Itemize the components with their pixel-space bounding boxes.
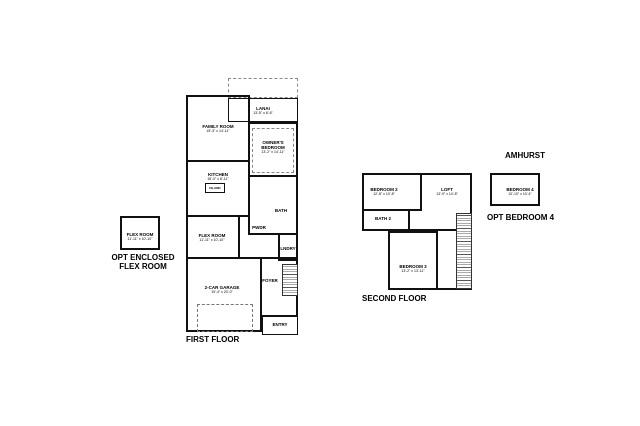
garage-door	[197, 304, 253, 332]
room-label-foyer: FOYER	[262, 278, 278, 283]
entry	[262, 315, 298, 335]
tray-ceiling	[252, 128, 294, 173]
opt-flex-room	[120, 216, 160, 250]
opt-bedroom4-title: OPT BEDROOM 4	[487, 213, 555, 222]
room-label-bath-2: BATH 2	[375, 216, 391, 221]
room-label-bath: BATH	[274, 208, 288, 213]
stairs	[282, 264, 298, 296]
laundry	[278, 233, 298, 261]
room-label-laundry: LNDRY	[280, 246, 296, 251]
room-label-island: ISLAND	[209, 186, 221, 190]
upper-stairs	[456, 213, 472, 289]
kitchen-island	[205, 183, 225, 193]
room-label-powder: PWDR	[252, 225, 266, 230]
lanai-cover	[228, 78, 298, 98]
bedroom-4	[490, 173, 540, 206]
lanai	[228, 98, 298, 122]
bath-2	[362, 209, 410, 231]
first-floor-title: FIRST FLOOR	[186, 335, 240, 344]
bedroom-3	[388, 231, 438, 290]
bath-area	[248, 175, 298, 235]
room-label-entry: ENTRY	[272, 322, 288, 327]
plan-name: AMHURST	[505, 151, 545, 160]
second-floor-title: SECOND FLOOR	[362, 294, 427, 303]
